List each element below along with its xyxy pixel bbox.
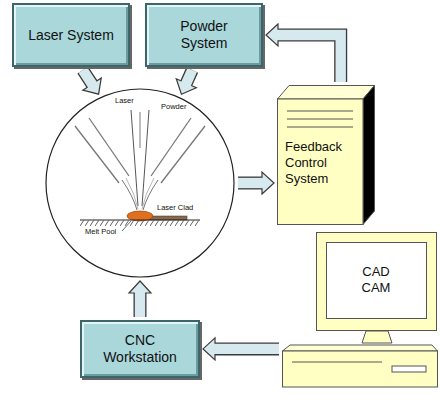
system-box: Laser System [12, 3, 130, 67]
block-arrow [238, 172, 274, 194]
arrow-head [129, 281, 151, 293]
box-label: Laser System [28, 27, 114, 44]
system-box: CNC Workstation [80, 320, 200, 378]
callout-label: Powder [161, 102, 186, 111]
cladding-illustration [45, 88, 235, 278]
box-label: Powder System [158, 18, 250, 52]
arrow-head [203, 338, 215, 360]
process-illustration: LaserPowderLaser CladMelt Pool [45, 88, 235, 278]
computer-terminal-node: CAD CAM [282, 232, 438, 390]
system-box: Powder System [145, 3, 263, 67]
callout-label: Laser Clad [157, 203, 193, 212]
arrow-head [262, 172, 274, 194]
computer-tower-node: Feedback Control System [277, 85, 375, 225]
arrow-shaft-fill [214, 344, 280, 354]
arrow-head [266, 24, 278, 46]
arrow-shaft-fill [186, 70, 193, 85]
arrow-shaft-fill [277, 35, 341, 82]
block-arrow [83, 70, 101, 94]
box-label: CNC Workstation [94, 332, 186, 366]
arrow-shaft-fill [135, 292, 145, 318]
block-arrow [129, 281, 151, 317]
arrow-shaft-outline [278, 35, 341, 82]
callout-label: Laser [115, 96, 134, 105]
system-label: Feedback Control System [285, 139, 359, 187]
block-arrow [203, 338, 279, 360]
callout-label: Melt Pool [85, 227, 116, 236]
block-arrow [176, 70, 196, 94]
arrow-shaft-fill [83, 70, 93, 85]
arrow-shaft-fill [238, 178, 264, 188]
computer-terminal [282, 232, 438, 390]
screen-label: CAD CAM [326, 242, 426, 318]
block-arrow [266, 24, 341, 82]
